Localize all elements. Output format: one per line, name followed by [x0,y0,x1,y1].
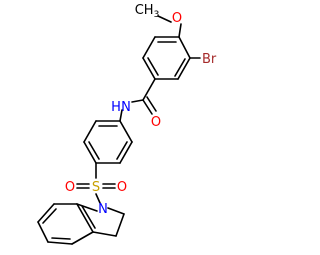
bond-benz-c5-c4-double [51,237,71,240]
methyl-label: CH3 [135,3,160,20]
methoxy-oxygen-label: O [172,11,182,26]
bond-benz-c3a-c7a-double [81,205,96,229]
bromine-label: Br [202,52,217,67]
bond-benz-c6-c5 [37,221,49,243]
carbonyl-oxygen-label: O [151,115,161,130]
bond-s-n [95,193,101,204]
molecule-structure-diagram: CH3 O Br O H N S O O N [37,3,217,245]
bond-c-o [142,99,153,115]
bond-o-aromatic [178,23,182,38]
bond-ring1-c4-c5 [142,57,156,80]
bond-ring1-carbonyl-c [142,78,156,101]
bond-ring2-c4-c5 [83,141,97,164]
amide-hydrogen-label: H [111,100,121,115]
bond-ring2-c2-c3 [119,141,133,164]
indoline-nitrogen-label: N [98,202,108,217]
bond-ring1-c1-c2 [178,36,191,59]
bond-n-ring2 [119,109,123,122]
bond-benz-c5-c4 [47,241,73,245]
bond-ring1-c2-c3-double [174,58,186,77]
bond-indoline-n-c7a [76,203,98,212]
bond-benz-c7-c6 [37,203,55,223]
bond-c-o-double [146,96,157,112]
bond-benz-c7-c6-double [42,208,57,224]
bond-ring2-c1-c2 [119,120,133,143]
bond-c-n [131,99,144,103]
bond-ring2-c2-c3-double [116,141,128,160]
sulfonyl-oxygen-right-label: O [117,180,127,195]
bond-ring2-c5-c6 [83,120,97,143]
bond-ring2-c4-c5-double [88,141,100,160]
bond-indoline-ch2-c3a [92,231,117,237]
molecule-svg: CH3 O Br O H N S O O N [37,3,217,245]
bond-ring1-c5-c6 [142,36,156,59]
bond-ring1-c2-c3 [177,57,191,80]
sulfonyl-oxygen-left-label: O [65,180,75,195]
bond-indoline-ch2-ch2 [115,213,125,237]
amide-nitrogen-label: N [121,100,131,115]
bond-indoline-n-ch2 [107,207,125,215]
bond-ring1-c4-c5-double [147,57,159,76]
bond-indoline-c7a-c3a [76,203,94,233]
bond-benz-c4-c3a [71,231,94,245]
bond-methyl-o [157,15,172,23]
sulfur-label: S [92,180,100,195]
